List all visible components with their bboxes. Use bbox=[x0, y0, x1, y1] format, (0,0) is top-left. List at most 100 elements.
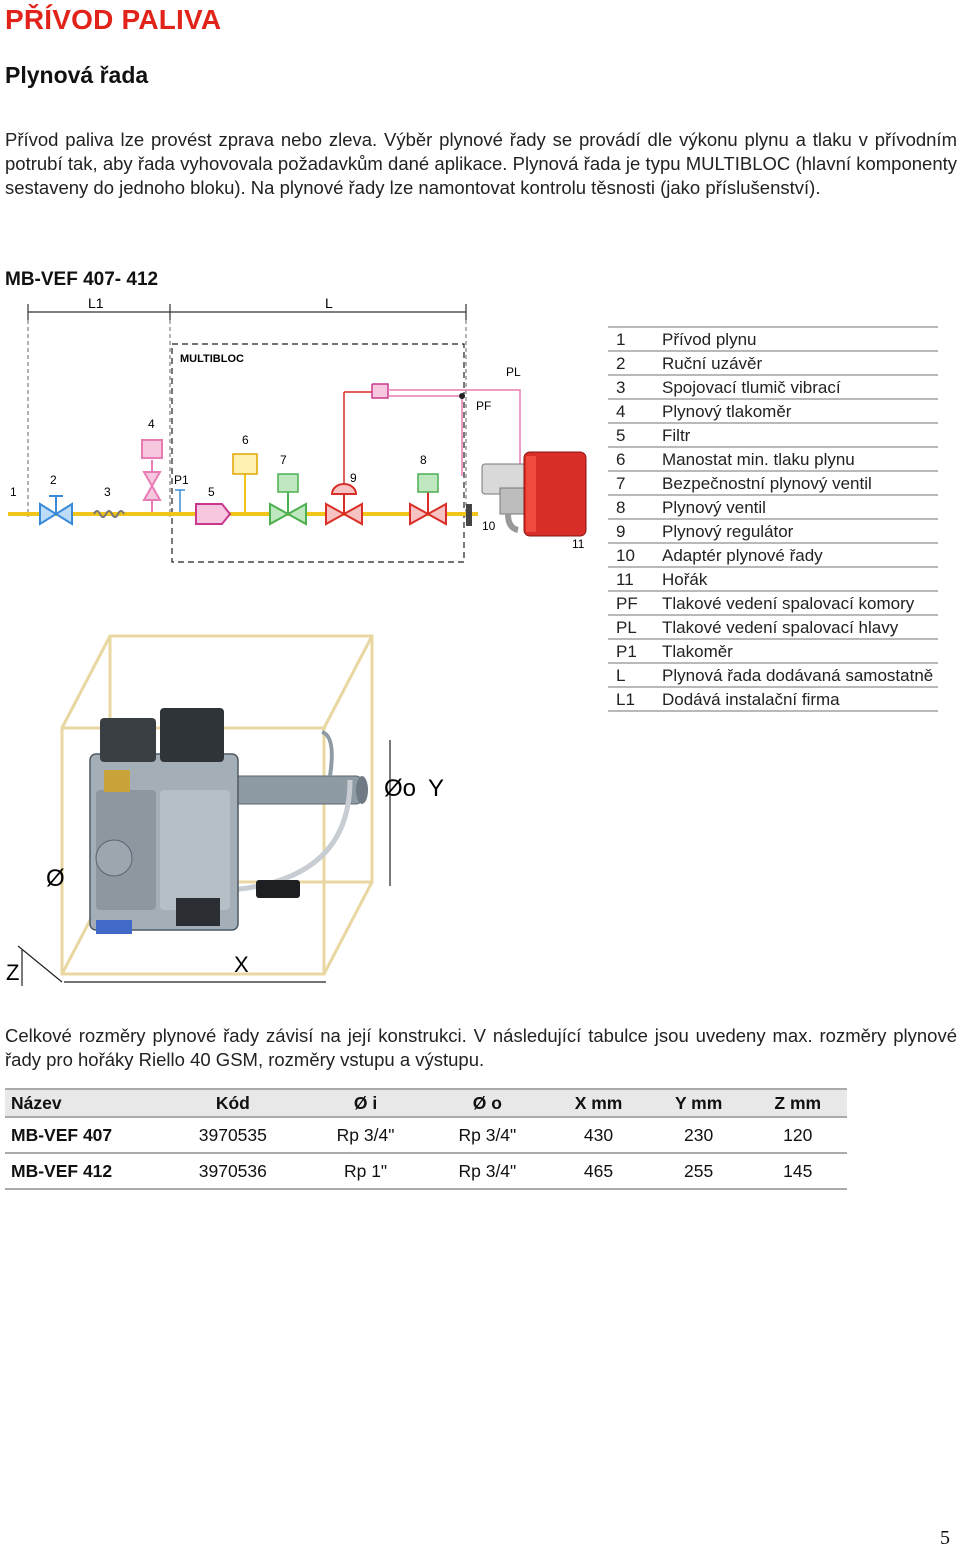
legend-key: 8 bbox=[608, 495, 662, 520]
cell-x: 430 bbox=[548, 1117, 649, 1154]
legend-text: Ruční uzávěr bbox=[662, 351, 938, 376]
pressure-switch-symbol bbox=[232, 453, 258, 512]
dim-z-extent bbox=[17, 945, 63, 983]
gas-valve-symbol bbox=[409, 473, 447, 526]
cell-y: 230 bbox=[648, 1117, 749, 1154]
cable-connector bbox=[256, 880, 300, 898]
dim-l1-label: L1 bbox=[88, 295, 104, 311]
cell-x: 465 bbox=[548, 1153, 649, 1190]
legend-text: Tlakové vedení spalovací hlavy bbox=[662, 615, 938, 640]
pl-pressure-line bbox=[388, 389, 521, 476]
dim-x-label: X bbox=[234, 952, 249, 977]
header-x: X mm bbox=[548, 1088, 649, 1118]
table-row: MB-VEF 412 3970536 Rp 1" Rp 3/4" 465 255… bbox=[5, 1153, 847, 1190]
cell-z: 120 bbox=[748, 1117, 847, 1154]
multibloc-label: MULTIBLOC bbox=[180, 353, 244, 365]
legend-text: Plynový ventil bbox=[662, 495, 938, 520]
callout-1: 1 bbox=[10, 485, 17, 499]
page-title: PŘÍVOD PALIVA bbox=[5, 4, 222, 35]
dim-y-label: Y bbox=[428, 775, 444, 802]
dimensions-table: Název Kód Ø i Ø o X mm Y mm Z mm MB-VEF … bbox=[5, 1088, 847, 1190]
dim-z-label: Z bbox=[6, 960, 19, 985]
legend-text: Manostat min. tlaku plynu bbox=[662, 447, 938, 472]
safety-valve-symbol bbox=[269, 473, 307, 526]
burner-illustration bbox=[481, 451, 587, 537]
header-code: Kód bbox=[161, 1088, 305, 1118]
callout-6: 6 bbox=[242, 433, 249, 447]
legend-text: Přívod plynu bbox=[662, 326, 938, 352]
legend-text: Plynový regulátor bbox=[662, 519, 938, 544]
cell-dia-in: Rp 3/4" bbox=[304, 1117, 427, 1154]
legend-key: 2 bbox=[608, 351, 662, 376]
outro-paragraph: Celkové rozměry plynové řady závisí na j… bbox=[5, 1025, 957, 1070]
cell-dia-out: Rp 3/4" bbox=[426, 1153, 549, 1190]
cell-dia-in: Rp 1" bbox=[304, 1153, 427, 1190]
manual-shutoff-valve bbox=[39, 495, 73, 526]
legend-key: 9 bbox=[608, 519, 662, 544]
page-number: 5 bbox=[940, 1527, 950, 1549]
gas-regulator-symbol bbox=[325, 391, 372, 526]
pf-junction bbox=[459, 393, 465, 399]
cell-name: MB-VEF 407 bbox=[5, 1117, 161, 1154]
legend-key: 10 bbox=[608, 543, 662, 568]
cell-dia-out: Rp 3/4" bbox=[426, 1117, 549, 1154]
legend-text: Bezpečnostní plynový ventil bbox=[662, 471, 938, 496]
callout-pl: PL bbox=[506, 365, 521, 379]
pressure-gauge-valve bbox=[141, 439, 163, 512]
header-name: Název bbox=[5, 1088, 161, 1118]
legend-text: Spojovací tlumič vibrací bbox=[662, 375, 938, 400]
legend-key: 6 bbox=[608, 447, 662, 472]
table-header-row: Název Kód Ø i Ø o X mm Y mm Z mm bbox=[5, 1088, 847, 1118]
callout-7: 7 bbox=[280, 453, 287, 467]
outlet-pipe bbox=[229, 730, 368, 893]
header-y: Y mm bbox=[648, 1088, 749, 1118]
multibloc-box bbox=[171, 343, 465, 563]
legend-key: 3 bbox=[608, 375, 662, 400]
callout-3: 3 bbox=[104, 485, 111, 499]
intro-paragraph: Přívod paliva lze provést zprava nebo zl… bbox=[5, 129, 957, 198]
callout-9: 9 bbox=[350, 471, 357, 485]
dim-dia-o-label: Øo bbox=[384, 775, 416, 802]
p1-pressure-tap bbox=[175, 489, 185, 512]
cell-code: 3970535 bbox=[161, 1117, 305, 1154]
legend-key: 1 bbox=[608, 326, 662, 352]
callout-2: 2 bbox=[50, 473, 57, 487]
header-z: Z mm bbox=[748, 1088, 847, 1118]
callout-10: 10 bbox=[482, 519, 496, 533]
gas-train-schematic: L1 L MULTIBLOC bbox=[8, 295, 587, 563]
cell-code: 3970536 bbox=[161, 1153, 305, 1190]
callout-11: 11 bbox=[572, 537, 585, 551]
header-dia-in: Ø i bbox=[304, 1088, 427, 1118]
legend-key: 11 bbox=[608, 567, 662, 592]
cell-z: 145 bbox=[748, 1153, 847, 1190]
cell-y: 255 bbox=[648, 1153, 749, 1190]
callout-5: 5 bbox=[208, 485, 215, 499]
callout-p1: P1 bbox=[174, 473, 189, 487]
legend-key: 4 bbox=[608, 399, 662, 424]
filter-symbol bbox=[195, 503, 232, 525]
legend-key: 5 bbox=[608, 423, 662, 448]
section-title: Plynová řada bbox=[5, 62, 149, 88]
legend-key: 7 bbox=[608, 471, 662, 496]
vibration-damper bbox=[93, 510, 125, 518]
legend-key: PF bbox=[608, 591, 662, 616]
table-row: MB-VEF 407 3970535 Rp 3/4" Rp 3/4" 430 2… bbox=[5, 1117, 847, 1154]
legend-key: P1 bbox=[608, 639, 662, 664]
dim-l-label: L bbox=[325, 295, 333, 311]
legend-text: Filtr bbox=[662, 423, 938, 448]
callout-8: 8 bbox=[420, 453, 427, 467]
model-heading: MB-VEF 407- 412 bbox=[5, 269, 159, 290]
dim-dia-label: Ø bbox=[46, 865, 65, 892]
